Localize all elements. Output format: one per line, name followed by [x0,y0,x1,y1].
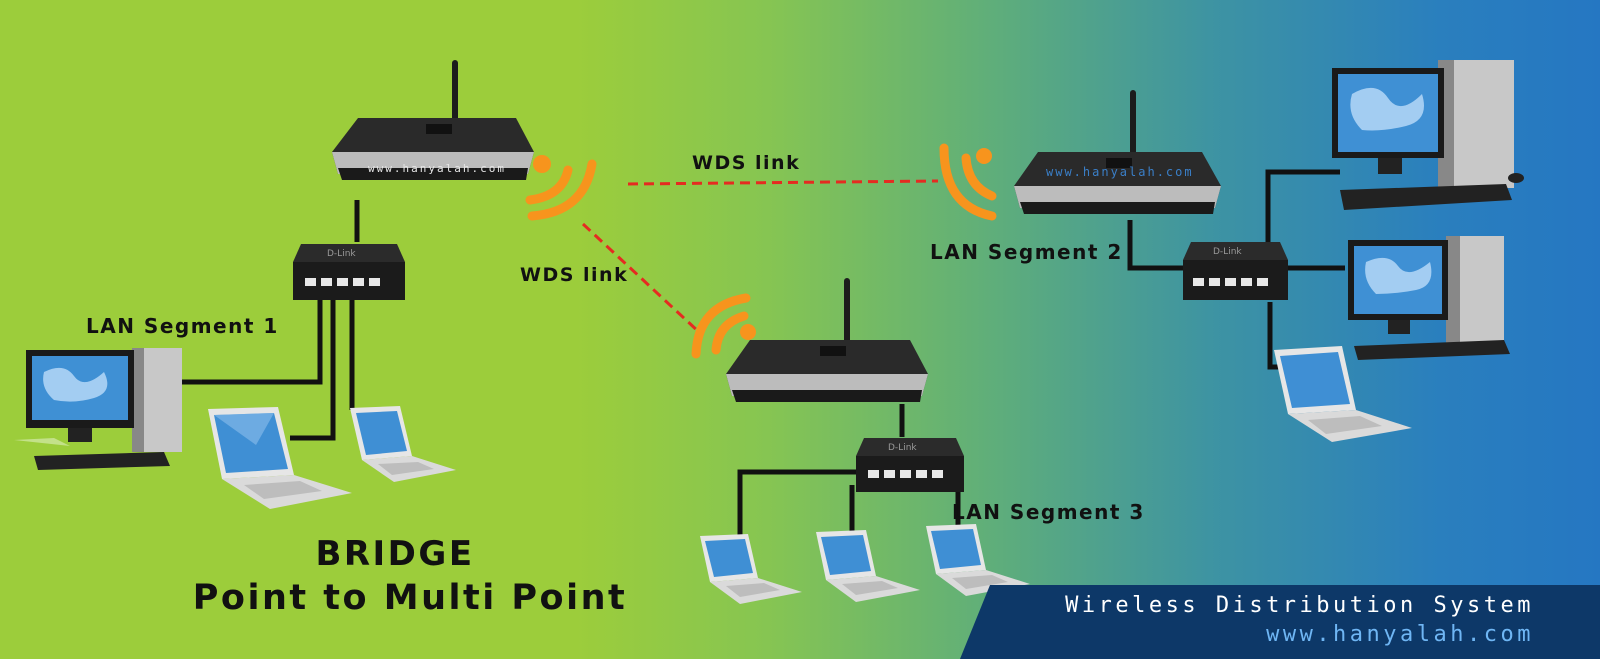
laptop-2 [342,404,458,484]
router-watermark: www.hanyalah.com [368,162,506,175]
wireless-signal-icon-2 [930,140,1000,222]
router-watermark: www.hanyalah.com [1046,165,1194,179]
banner-caption: Wireless Distribution System [1065,593,1534,618]
laptop-icon [700,534,802,604]
desktop-icon [1348,236,1510,360]
diagram-subtitle: Point to Multi Point [192,578,628,618]
switch-2: D-Link [1183,240,1288,302]
laptop-icon [350,406,456,482]
desktop-computer-4 [1344,232,1524,364]
diagram-title: BRIDGE [315,534,475,574]
wireless-signal-icon-3 [688,292,766,362]
wds-link-line-2 [581,222,702,335]
banner-website: www.hanyalah.com [1266,622,1534,647]
laptop-icon [816,530,920,602]
switch-icon: D-Link [1183,242,1288,300]
laptop-7 [812,528,924,604]
switch-brand: D-Link [327,249,356,259]
laptop-icon [1274,346,1412,442]
cable-switch1-laptop1 [290,300,336,441]
laptop-6 [696,532,806,606]
router-icon: www.hanyalah.com [1014,90,1221,214]
cable-switch2-desktop3 [1265,169,1340,268]
switch-brand: D-Link [888,443,917,453]
laptop-5 [1266,344,1416,444]
laptop-8 [922,522,1034,598]
router-1: www.hanyalah.com [328,56,538,206]
segment-label-2: LAN Segment 2 [930,240,1123,264]
router-icon: www.hanyalah.com [332,60,534,180]
desktop-icon [14,348,182,470]
desktop-computer-3 [1326,60,1526,220]
switch-icon: D-Link [856,438,964,492]
cable-switch3-laptop6 [737,469,877,542]
wds-link-label-1: WDS link [692,152,801,174]
laptop-1 [196,405,354,513]
switch-1: D-Link [293,242,405,302]
switch-brand: D-Link [1213,247,1242,257]
cable-router2-switch2 [1127,220,1185,271]
wireless-signal-icon-1 [522,148,612,224]
desktop-icon [1332,60,1524,210]
cable-switch1-desktop1 [178,300,323,385]
footer-banner [960,585,1600,659]
switch-icon: D-Link [293,244,405,300]
switch-3: D-Link [856,436,964,494]
laptop-icon [926,524,1030,596]
router-icon [726,278,928,402]
laptop-icon [208,407,352,509]
router-3 [722,276,932,426]
wds-link-label-2: WDS link [520,264,629,286]
wds-link-line-1 [627,179,939,186]
desktop-computer-1 [14,342,184,472]
router-2: www.hanyalah.com [1010,86,1225,236]
segment-label-1: LAN Segment 1 [86,314,279,338]
segment-label-3: LAN Segment 3 [952,500,1145,524]
